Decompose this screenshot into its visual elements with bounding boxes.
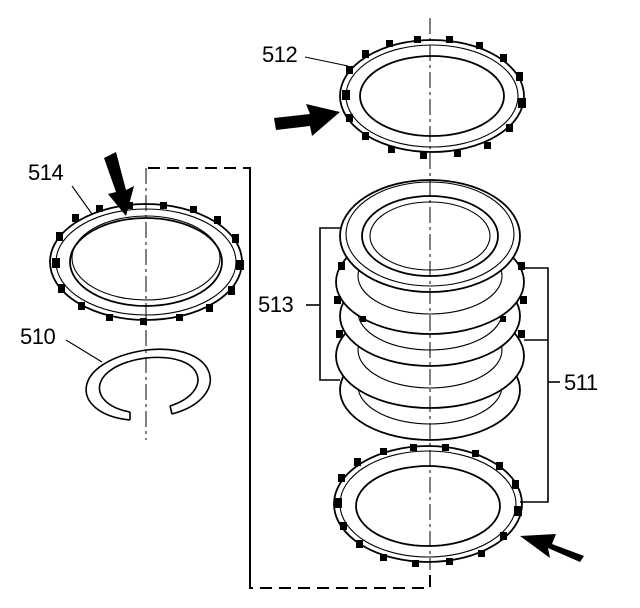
callout-514: 514: [28, 160, 63, 185]
plate-512: [339, 36, 526, 159]
arrow-bottom: [520, 534, 584, 562]
callout-513: 513: [258, 292, 293, 317]
bracket-513: [306, 227, 342, 381]
leader-lines: [65, 56, 349, 363]
callout-512: 512: [262, 42, 297, 67]
plate-512-teeth: [342, 36, 526, 159]
bracket-511: [520, 267, 560, 503]
callout-510: 510: [20, 324, 55, 349]
plate-514: [49, 202, 244, 325]
arrow-512: [274, 104, 340, 136]
snap-ring-510: [85, 348, 212, 421]
plate-bottom: [333, 444, 523, 567]
arrow-514: [104, 152, 134, 216]
stack-teeth: [334, 262, 527, 338]
plate-bottom-teeth: [334, 444, 522, 567]
callout-511: 511: [564, 370, 598, 395]
dashed-bracket: [148, 167, 431, 589]
plate-514-teeth: [52, 202, 244, 325]
